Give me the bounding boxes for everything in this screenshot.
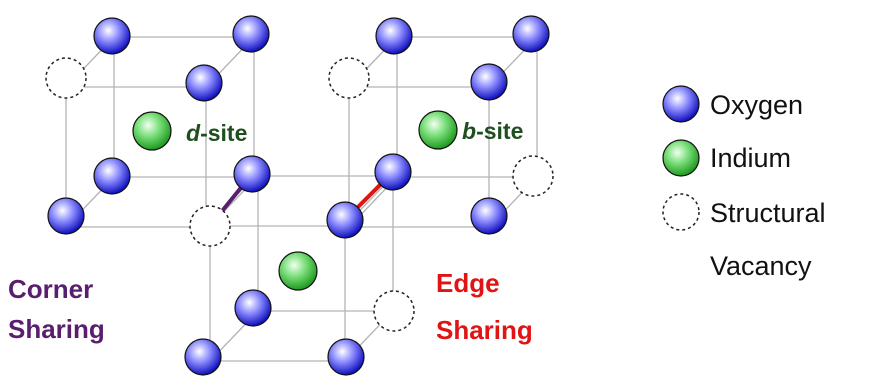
- blue-sphere-icon: [662, 85, 700, 123]
- oxygen-atom: [232, 15, 270, 53]
- d-site-suffix: -site: [200, 120, 247, 146]
- vacancy-site: [373, 290, 415, 332]
- oxygen-atom: [512, 15, 550, 53]
- atoms: [45, 15, 554, 376]
- oxygen-atom: [374, 153, 412, 191]
- legend: Oxygen Indium Structural Vacancy: [662, 85, 826, 281]
- legend-indium-label: Indium: [710, 143, 791, 173]
- b-site-label: b-site: [462, 118, 523, 144]
- edge-sharing-label-line1: Edge: [436, 268, 500, 298]
- b-site-letter: b: [462, 118, 476, 144]
- d-site-label: d-site: [186, 120, 247, 146]
- oxygen-atom: [326, 201, 364, 239]
- oxygen-atom: [375, 17, 413, 55]
- vacancy-site: [328, 57, 370, 99]
- oxygen-atom: [47, 197, 85, 235]
- oxygen-atom: [185, 64, 223, 102]
- vacancy-site: [512, 155, 554, 197]
- oxygen-atom: [93, 157, 131, 195]
- oxygen-atom: [327, 338, 365, 376]
- vacancy-site: [45, 57, 87, 99]
- corner-sharing-label-line1: Corner: [8, 274, 93, 304]
- b-site-suffix: -site: [476, 118, 523, 144]
- oxygen-atom: [470, 63, 508, 101]
- green-sphere-icon: [662, 139, 700, 177]
- indium-atom: [132, 111, 172, 151]
- legend-vacancy-label-line1: Structural: [710, 198, 826, 228]
- edge-sharing-label-line2: Sharing: [436, 315, 533, 345]
- oxygen-atom: [93, 17, 131, 55]
- oxygen-atom: [470, 197, 508, 235]
- dashed-circle-icon: [662, 193, 700, 231]
- legend-oxygen-label: Oxygen: [710, 90, 803, 120]
- oxygen-atom: [233, 155, 271, 193]
- oxygen-atom: [184, 338, 222, 376]
- unit-cell-lines: [65, 36, 538, 362]
- vacancy-site: [189, 205, 231, 247]
- legend-vacancy-label-line2: Vacancy: [710, 251, 812, 281]
- corner-sharing-label-line2: Sharing: [8, 314, 105, 344]
- oxygen-atom: [234, 289, 272, 327]
- indium-atom: [418, 110, 458, 150]
- d-site-letter: d: [186, 120, 201, 146]
- indium-atom: [278, 251, 318, 291]
